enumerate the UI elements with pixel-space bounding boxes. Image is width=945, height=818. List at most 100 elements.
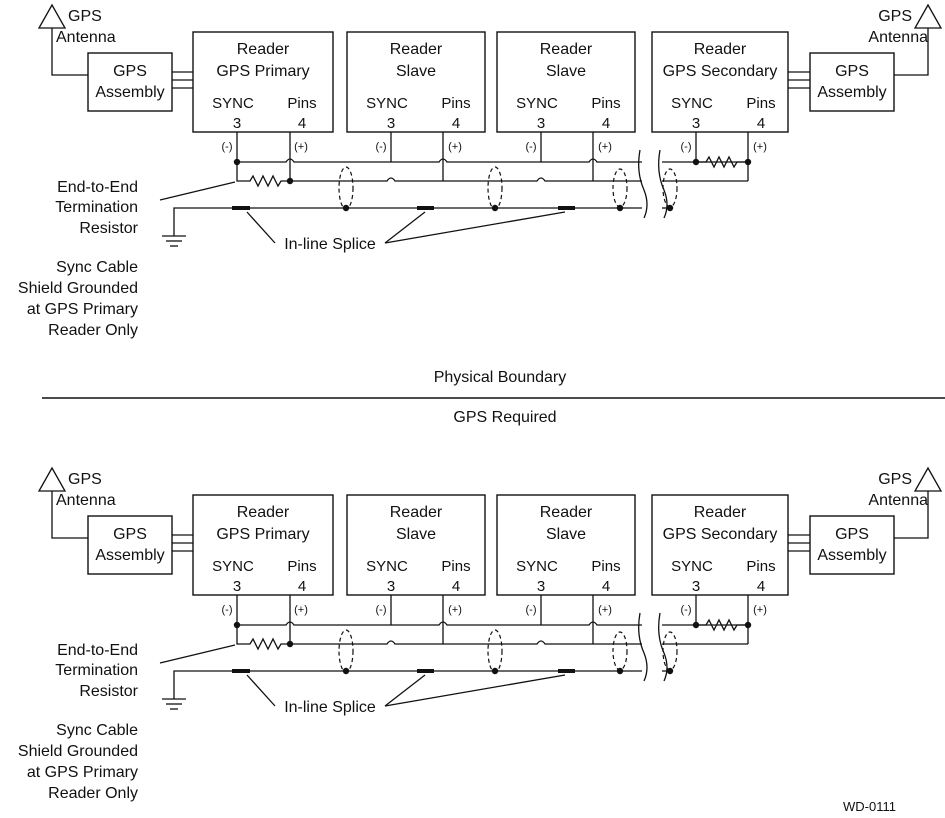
- sync-label: SYNC: [212, 95, 254, 112]
- gps-assembly-label-gps: GPS: [835, 526, 869, 543]
- plus-label: (+): [294, 604, 308, 616]
- cable-shield-line: [173, 670, 642, 699]
- junction-dot: [692, 158, 700, 166]
- callout-at-gps-primary: at GPS Primary: [27, 764, 138, 781]
- plus-label: (+): [598, 141, 612, 153]
- gps-assembly-label: Assembly: [817, 84, 886, 101]
- reader-box: [346, 31, 486, 133]
- reader-label: Reader: [237, 504, 290, 521]
- gps-assembly-right: GPS Assembly: [809, 515, 895, 575]
- reader-label: Reader: [390, 504, 443, 521]
- callout-termination: Termination: [55, 662, 138, 679]
- callout-resistor: Resistor: [79, 683, 138, 700]
- junction-dot: [233, 621, 241, 629]
- minus-label: (-): [526, 604, 537, 616]
- pin4-label: 4: [452, 115, 460, 132]
- pins-label: Pins: [746, 558, 775, 575]
- sync-label: SYNC: [366, 95, 408, 112]
- junction-dot: [342, 667, 350, 675]
- junction-dot: [286, 640, 294, 648]
- gps-assembly-box: [809, 515, 895, 575]
- junction-dot: [692, 621, 700, 629]
- cable-shield-wrap: [612, 168, 628, 208]
- antenna-label-gps: GPS: [878, 471, 912, 488]
- reader-label: Reader: [390, 41, 443, 58]
- cable-shield-wrap: [338, 629, 354, 673]
- callout-sync-cable: Sync Cable: [56, 259, 138, 276]
- junction-dot: [744, 621, 752, 629]
- reader-box: [192, 494, 334, 596]
- pin4-label: 4: [602, 115, 610, 132]
- pin3-label: 3: [387, 578, 395, 595]
- callout-shield-grounded: Shield Grounded: [18, 743, 138, 760]
- pin4-label: 4: [757, 115, 765, 132]
- callout-leader: [159, 181, 236, 201]
- antenna-label: Antenna: [56, 492, 116, 509]
- reader-box: [346, 494, 486, 596]
- gps-required-label: GPS Required: [453, 409, 556, 426]
- sync-label: SYNC: [516, 558, 558, 575]
- cable-break-mark: [638, 612, 668, 682]
- splice-leader: [384, 674, 566, 707]
- gps-assembly-box: [87, 52, 173, 112]
- pins-label: Pins: [287, 558, 316, 575]
- gps-assembly-left: GPS Assembly: [87, 515, 173, 575]
- pin3-label: 3: [233, 115, 241, 132]
- pin4-label: 4: [757, 578, 765, 595]
- minus-label: (-): [376, 141, 387, 153]
- gps-assembly-label: Assembly: [817, 547, 886, 564]
- plus-label: (+): [753, 604, 767, 616]
- splice-leader: [384, 211, 426, 244]
- gps-assembly-label-gps: GPS: [835, 63, 869, 80]
- junction-dot: [286, 177, 294, 185]
- termination-resistor-secondary: [696, 155, 748, 169]
- reader-label: Reader: [694, 41, 747, 58]
- minus-label: (-): [222, 141, 233, 153]
- pins-label: Pins: [591, 95, 620, 112]
- cable-shield-line: [173, 207, 642, 236]
- plus-label: (+): [753, 141, 767, 153]
- minus-label: (-): [222, 604, 233, 616]
- gps-assembly-label: Assembly: [95, 547, 164, 564]
- callout-termination: Termination: [55, 199, 138, 216]
- callout-at-gps-primary: at GPS Primary: [27, 301, 138, 318]
- diagram-block-bottom: GPSAntennaGPSAntennaGPSAssemblyGPSAssemb…: [18, 466, 943, 802]
- pin3-label: 3: [537, 578, 545, 595]
- junction-dot: [616, 204, 624, 212]
- gps-assembly-box: [809, 52, 895, 112]
- reader-box: [192, 31, 334, 133]
- callout-sync-cable: Sync Cable: [56, 722, 138, 739]
- pin3-label: 3: [387, 115, 395, 132]
- junction-dot: [666, 667, 674, 675]
- cable-shield-wrap: [662, 168, 678, 208]
- pin3-label: 3: [692, 578, 700, 595]
- cable-break-mark: [638, 149, 668, 219]
- antenna-cable: [894, 28, 929, 76]
- reader-box: [496, 31, 636, 133]
- callout-end-to-end: End-to-End: [57, 642, 138, 659]
- inline-splice-label: In-line Splice: [284, 699, 376, 716]
- reader-box: [651, 31, 789, 133]
- pin3-label: 3: [537, 115, 545, 132]
- junction-dot: [666, 204, 674, 212]
- plus-label: (+): [294, 141, 308, 153]
- reader-role-label: Slave: [546, 526, 586, 543]
- gps-assembly-label-gps: GPS: [113, 526, 147, 543]
- sync-minus-conductor: [237, 158, 642, 163]
- gps-assembly-box: [87, 515, 173, 575]
- cable-shield-wrap: [338, 166, 354, 210]
- callout-reader-only: Reader Only: [48, 785, 138, 802]
- reader-label: Reader: [540, 504, 593, 521]
- junction-dot: [233, 158, 241, 166]
- plus-label: (+): [598, 604, 612, 616]
- junction-dot: [744, 158, 752, 166]
- antenna-label: Antenna: [56, 29, 116, 46]
- cable-shield-wrap: [662, 631, 678, 671]
- pin4-label: 4: [452, 578, 460, 595]
